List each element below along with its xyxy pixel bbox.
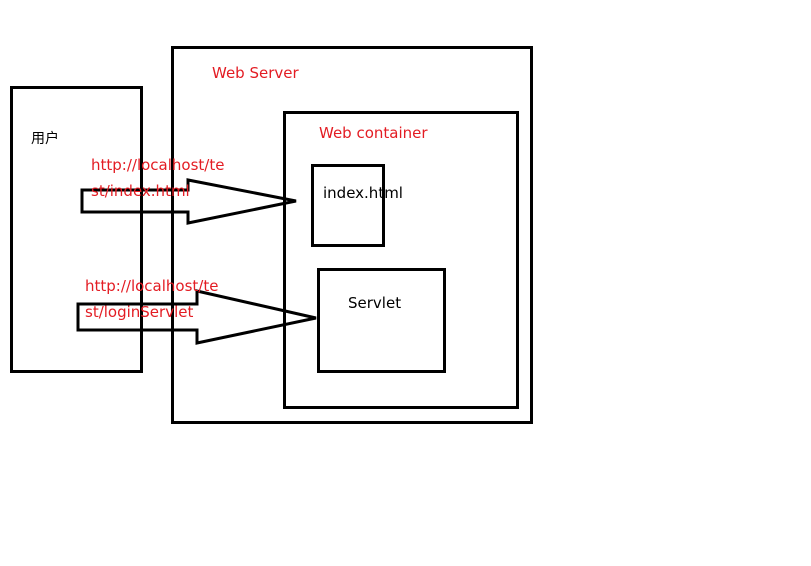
request-arrow-servlet bbox=[76, 289, 317, 345]
request-url-servlet: http://localhost/te st/loginServlet bbox=[85, 273, 218, 325]
web-container-box bbox=[283, 111, 519, 409]
web-server-label: Web Server bbox=[212, 64, 299, 82]
index-html-box bbox=[311, 164, 385, 247]
request-url-line: http://localhost/te bbox=[91, 156, 225, 174]
web-container-label: Web container bbox=[319, 124, 428, 142]
servlet-label: Servlet bbox=[348, 294, 402, 312]
web-server-box bbox=[171, 46, 533, 424]
user-box bbox=[10, 86, 143, 373]
request-url-line: st/loginServlet bbox=[85, 303, 194, 321]
servlet-box bbox=[317, 268, 446, 373]
request-url-index: http://localhost/te st/index.html bbox=[91, 152, 224, 204]
request-arrow-index bbox=[80, 178, 297, 225]
index-html-label: index.html bbox=[323, 184, 403, 202]
user-label: 用户 bbox=[31, 131, 59, 147]
request-url-line: st/index.html bbox=[91, 182, 190, 200]
request-url-line: http://localhost/te bbox=[85, 277, 219, 295]
